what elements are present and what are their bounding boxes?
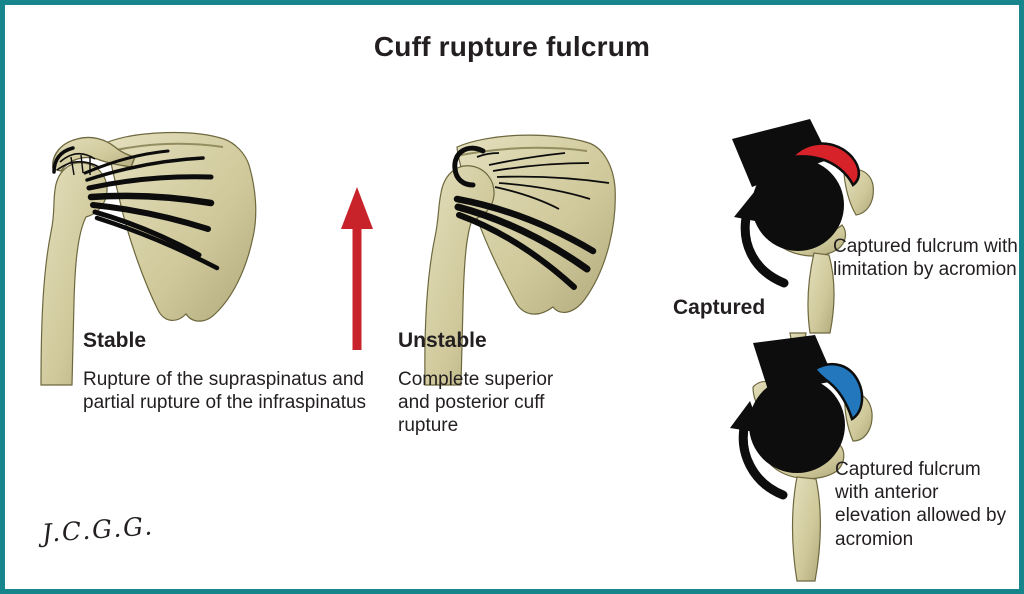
humerus-bone — [40, 162, 108, 386]
humerus-silhouette — [749, 335, 845, 473]
red-up-arrow-icon — [341, 187, 373, 350]
page-title: Cuff rupture fulcrum — [373, 31, 651, 62]
captured-heading: Captured — [673, 296, 766, 319]
artist-signature: J.C.G.G. — [40, 511, 155, 548]
humerus-silhouette — [732, 119, 844, 251]
capsule-lines — [52, 146, 100, 176]
unstable-description: Complete superior and posterior cuff rup… — [398, 369, 554, 437]
captured-anterior-caption: Captured fulcrum with anterior elevation… — [835, 459, 1007, 550]
humerus-bone — [424, 165, 495, 386]
stable-heading: Stable — [83, 329, 147, 352]
curved-up-arrow-icon — [734, 191, 789, 288]
illustration-captured-limited — [732, 119, 874, 334]
torn-tendon-hook — [452, 145, 486, 188]
acromion-contact-blue — [813, 363, 864, 421]
unstable-heading: Unstable — [398, 329, 487, 352]
scapula-spine-ridge — [460, 146, 588, 156]
rotator-cuff-fibers — [83, 149, 220, 271]
torn-fiber-lines — [476, 152, 610, 210]
captured-limited-caption: Captured fulcrum with limitation by acro… — [833, 236, 1018, 281]
detached-cuff-fibers — [453, 195, 597, 290]
illustration-stable-shoulder — [40, 131, 257, 386]
curved-up-arrow-icon — [730, 401, 788, 500]
scapula-spine-ridge — [110, 142, 224, 152]
acromion-contact-red — [788, 142, 861, 187]
illustration-unstable-shoulder — [341, 134, 616, 386]
stable-description: Rupture of the supraspinatus and partial… — [83, 369, 367, 414]
illustration-captured-anterior — [730, 332, 873, 582]
